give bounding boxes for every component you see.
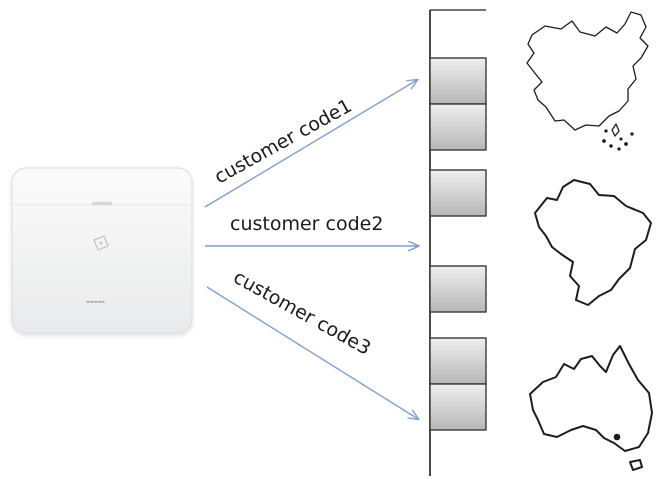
customer-code2-label: customer code2 [230,213,383,235]
code-storage-strip [429,9,487,476]
china-map-icon [526,11,649,151]
customer-code1-label: customer code1 [211,95,356,189]
arrow-code3 [206,286,418,419]
nfc-tag-icon [93,235,109,251]
australia-map-icon [529,345,653,471]
storage-block [429,57,487,105]
arrow-code1 [204,80,417,208]
hub-brand-mark: ▬▬▬▬▬ [86,299,105,304]
storage-block [429,169,487,217]
storage-block [429,337,487,385]
storage-block [429,265,487,313]
storage-block [429,383,487,431]
brazil-map-icon [534,179,652,306]
alarm-hub-icon: ▬▬▬▬▬ [11,167,193,334]
storage-block [429,103,487,151]
